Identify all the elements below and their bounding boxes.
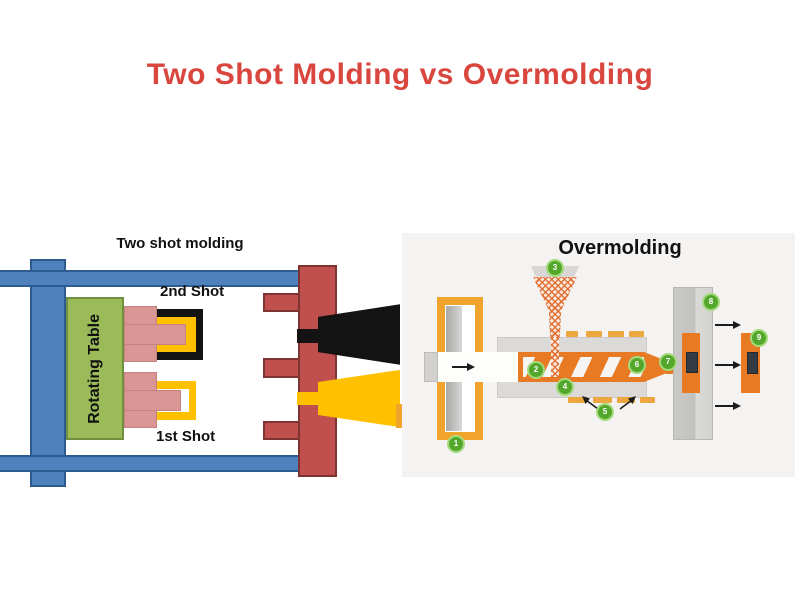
callout-4: 4 bbox=[556, 378, 574, 396]
core-pin-2nd-shot bbox=[124, 324, 186, 345]
piston-right-arrow-icon bbox=[452, 363, 475, 371]
heater-band-icon bbox=[593, 397, 612, 403]
callout-3: 3 bbox=[546, 259, 564, 277]
label-1st-shot: 1st Shot bbox=[156, 428, 216, 445]
callout-8: 8 bbox=[702, 293, 720, 311]
stationary-platen-red bbox=[298, 265, 337, 477]
two-shot-frame-column bbox=[30, 259, 66, 487]
platen-tab-bottom bbox=[263, 421, 301, 440]
callout-5: 5 bbox=[596, 403, 614, 421]
heater-band-icon bbox=[608, 331, 624, 337]
hopper-feed-throat bbox=[551, 337, 559, 377]
overmolded-part-insert bbox=[747, 352, 758, 374]
tie-bar-bottom bbox=[0, 455, 302, 472]
heater-band-icon bbox=[640, 397, 655, 403]
transfer-arrow-icon bbox=[715, 321, 741, 329]
callout-7: 7 bbox=[659, 353, 677, 371]
mold-insert-on-platen bbox=[686, 352, 698, 373]
page-title: Two Shot Molding vs Overmolding bbox=[146, 58, 654, 91]
heater-band-icon bbox=[629, 331, 644, 337]
heater-band-icon bbox=[586, 331, 602, 337]
platen-tab-top bbox=[263, 293, 301, 312]
heater-band-icon bbox=[568, 397, 587, 403]
heater-band-icon bbox=[566, 331, 578, 337]
rotating-table: Rotating Table bbox=[66, 297, 124, 440]
transfer-arrow-icon bbox=[715, 361, 741, 369]
overmolding-heading: Overmolding bbox=[558, 237, 682, 259]
callout-9: 9 bbox=[750, 329, 768, 347]
rotating-table-label: Rotating Table bbox=[86, 313, 103, 424]
platen-tab-middle bbox=[263, 358, 301, 378]
core-pin-1st-shot bbox=[124, 390, 181, 411]
tie-bar-top bbox=[0, 270, 302, 287]
black-nozzle-stem bbox=[297, 329, 320, 343]
two-shot-heading: Two shot molding bbox=[116, 235, 244, 252]
yellow-nozzle-stem bbox=[297, 392, 320, 405]
callout-6: 6 bbox=[628, 356, 646, 374]
piston-end-tab bbox=[424, 352, 438, 382]
callout-1: 1 bbox=[447, 435, 465, 453]
heater-band-icon bbox=[617, 397, 635, 403]
transfer-arrow-icon bbox=[715, 402, 741, 410]
label-2nd-shot: 2nd Shot bbox=[160, 283, 225, 300]
clipped-edge-artifact bbox=[396, 404, 402, 428]
callout-2: 2 bbox=[527, 361, 545, 379]
